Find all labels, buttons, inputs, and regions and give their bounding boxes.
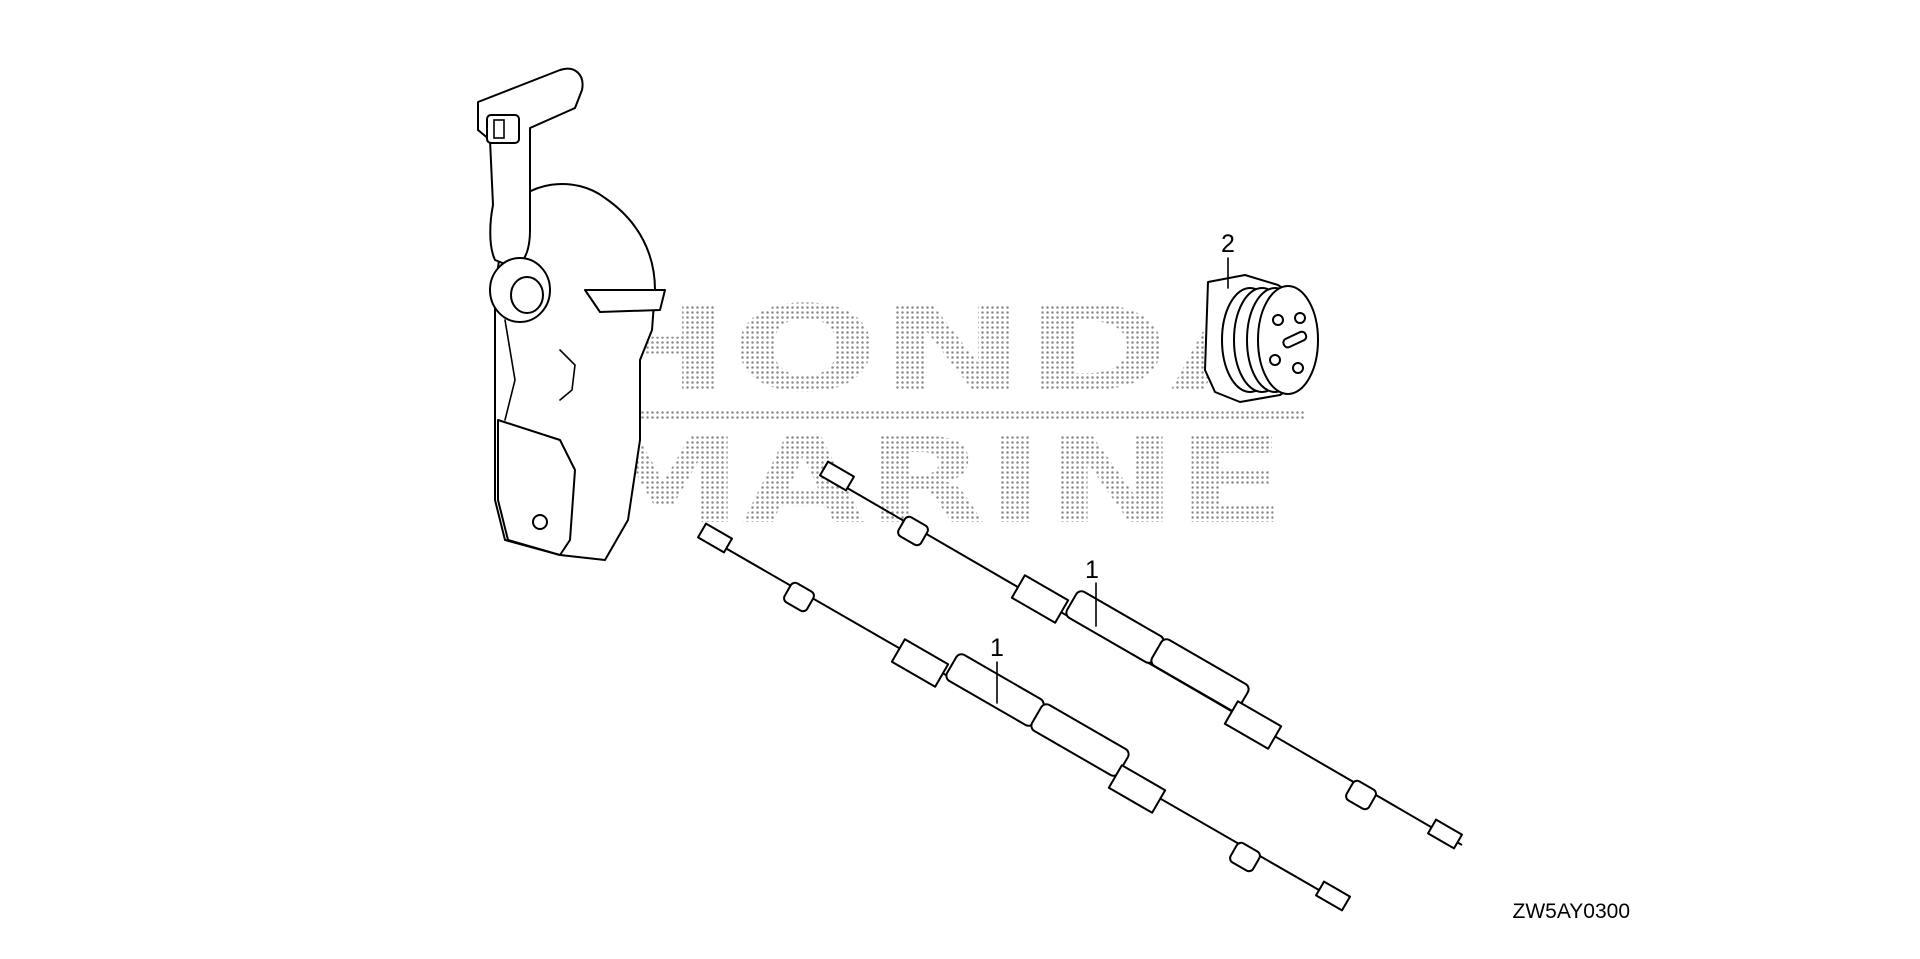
connector-pin-3: [1294, 312, 1306, 324]
cable-lower-collar-left: [890, 638, 950, 688]
cable-upper-sleeve-left: [1065, 590, 1165, 664]
cable-lower-sleeve-right: [1030, 703, 1130, 777]
cable-lower-sleeve-left: [945, 653, 1045, 727]
remote-control-box: [477, 67, 666, 561]
lower-plate: [497, 419, 576, 556]
mount-hole: [532, 514, 548, 530]
callout-connector: 2: [1221, 230, 1235, 258]
cable-upper-swivel-left: [897, 515, 929, 547]
cable-lower-collar-right: [1107, 764, 1167, 814]
cable-lower-end-left: [697, 522, 733, 554]
trim-switch: [486, 114, 520, 144]
watermark-rule: [585, 410, 1305, 419]
connector-key: [1282, 330, 1308, 349]
trim-switch-detail: [493, 119, 505, 139]
connector-pin-4: [1292, 362, 1304, 374]
cable-upper-sleeve-right: [1150, 638, 1250, 712]
cable-lower-swivel-left: [783, 581, 815, 613]
lever-hub-inner: [510, 276, 544, 314]
watermark-line1: HONDA: [585, 280, 1305, 418]
connector-assembly: [1204, 257, 1319, 403]
connector-pin-1: [1272, 314, 1284, 326]
diagram-code: ZW5AY0300: [1513, 900, 1631, 923]
cable-upper-end-left: [819, 460, 855, 492]
cable-lower-swivel-right: [1229, 841, 1261, 873]
connector-pin-2: [1269, 354, 1281, 366]
cable-upper-collar-right: [1223, 700, 1283, 750]
cable-lower: [697, 522, 1351, 912]
callout-cable-upper: 1: [1085, 556, 1099, 584]
cable-upper-swivel-right: [1345, 779, 1377, 811]
cable-upper-end-right: [1427, 818, 1463, 850]
housing-detail-2: [504, 319, 516, 421]
cable-upper: [819, 460, 1463, 850]
housing-detail-1: [559, 349, 576, 401]
mount-bracket: [584, 289, 666, 313]
cable-upper-collar-left: [1010, 574, 1070, 624]
watermark: HONDA MARINE: [585, 280, 1305, 550]
watermark-line2: MARINE: [585, 412, 1285, 550]
cable-lower-end-right: [1315, 880, 1351, 912]
callout-cable-lower: 1: [990, 634, 1004, 662]
